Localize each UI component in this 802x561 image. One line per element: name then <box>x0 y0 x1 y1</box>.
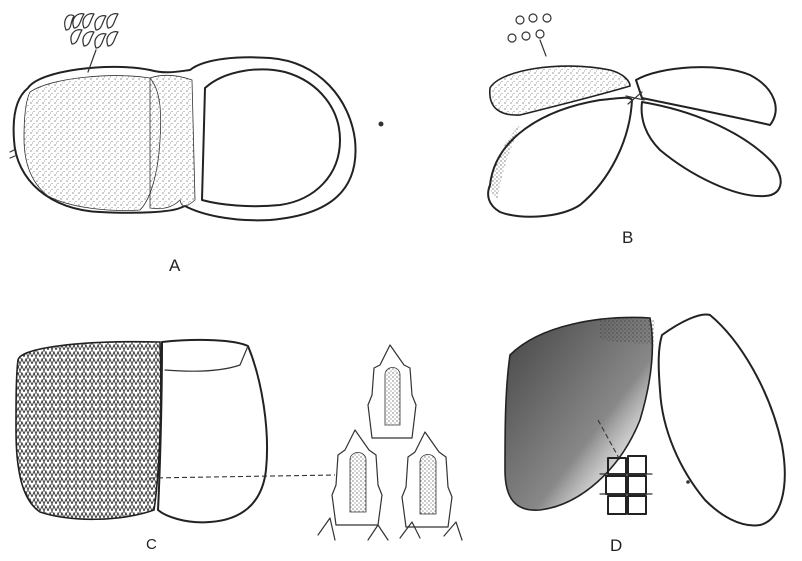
panel-label-c: C <box>146 536 157 553</box>
panel-a-drawing <box>10 14 384 221</box>
panel-d-drawing <box>505 314 785 525</box>
panel-b-drawing <box>488 14 781 217</box>
panel-c-scale-inset <box>318 345 462 540</box>
panel-b-scale-inset <box>508 14 551 56</box>
panel-d-cell-inset <box>600 456 652 514</box>
panel-label-a: A <box>169 256 181 276</box>
panel-c-drawing <box>16 340 462 540</box>
panel-label-b: B <box>622 228 634 248</box>
panel-a-scale-inset <box>65 14 118 72</box>
panel-label-d: D <box>610 536 623 556</box>
